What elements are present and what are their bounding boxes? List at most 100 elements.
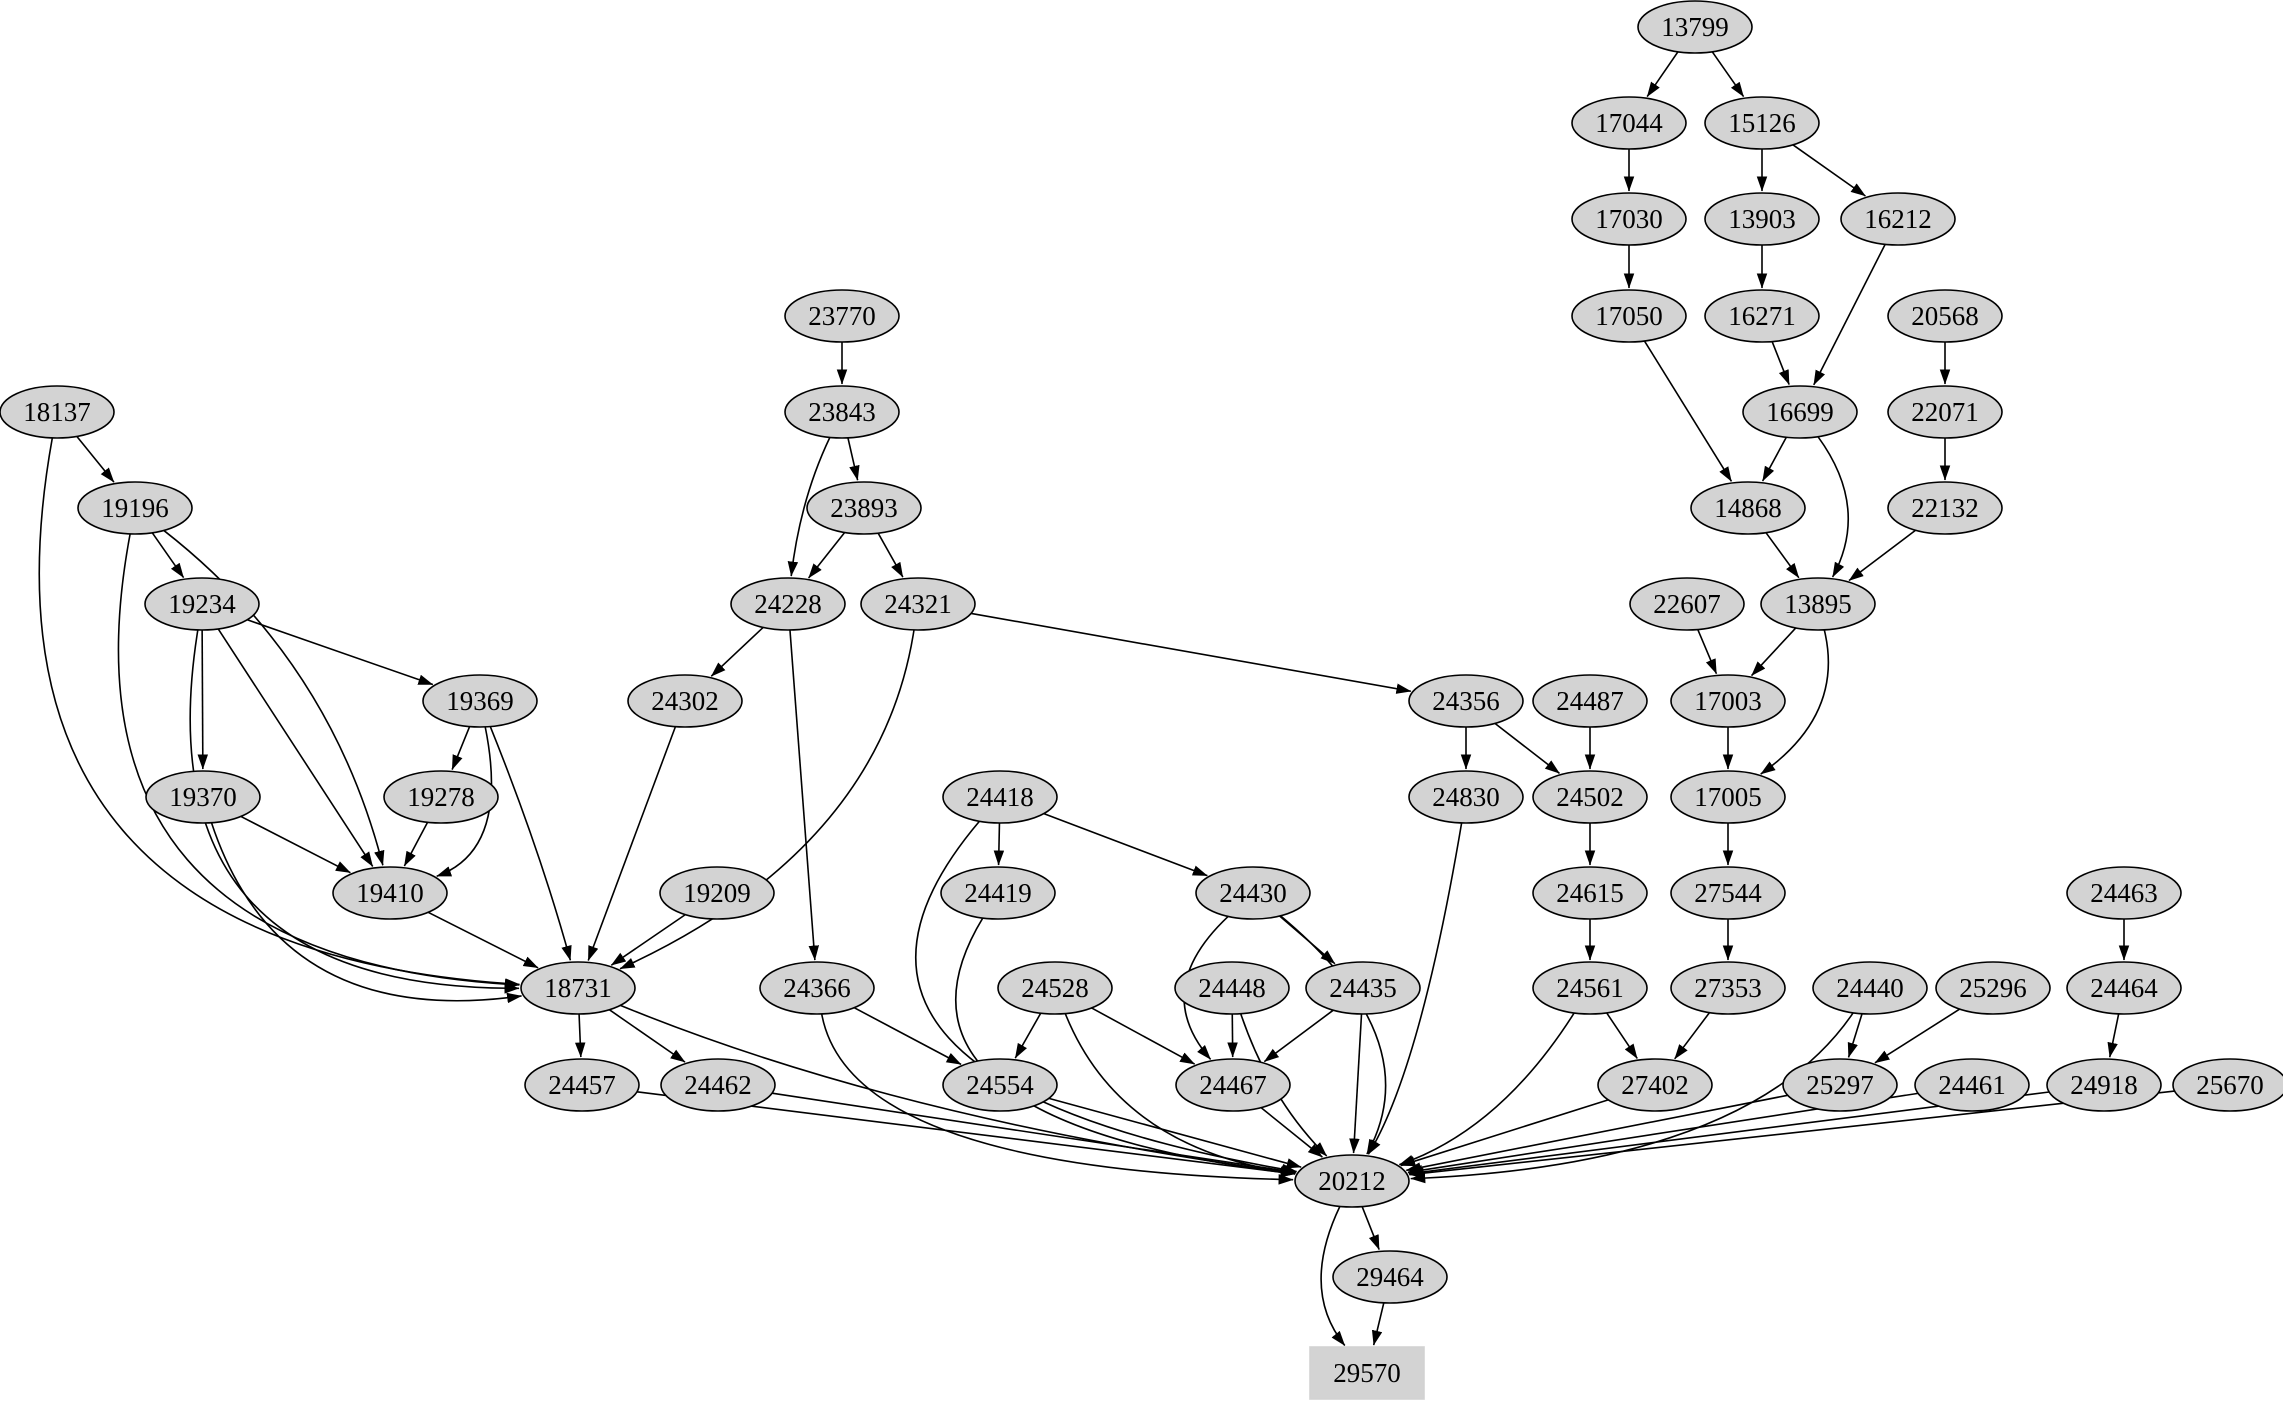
edge-13799-15126 — [1711, 51, 1745, 98]
ellipse-18731 — [520, 961, 636, 1015]
graph-node-24463: 24463 — [2066, 866, 2182, 920]
ellipse-24302 — [627, 674, 743, 728]
edge-19370-19410 — [240, 815, 351, 874]
graph-node-24356: 24356 — [1408, 674, 1524, 728]
graph-node-24467: 24467 — [1175, 1058, 1291, 1112]
node-label-22132: 22132 — [1911, 493, 1979, 523]
ellipse-24418 — [942, 770, 1058, 824]
node-label-24528: 24528 — [1021, 973, 1089, 1003]
edge-24430-20212 — [1279, 915, 1387, 1155]
edge-19234-19410 — [217, 628, 374, 867]
graph-node-16699: 16699 — [1742, 385, 1858, 439]
node-label-24461: 24461 — [1938, 1070, 2006, 1100]
ellipse-23893 — [806, 481, 922, 535]
graph-node-24464: 24464 — [2066, 961, 2182, 1015]
ellipse-24502 — [1532, 770, 1648, 824]
edge-19196-18731 — [117, 533, 520, 990]
edge-16212-16699 — [1813, 243, 1886, 386]
node-label-24366: 24366 — [783, 973, 851, 1003]
ellipse-17050 — [1571, 289, 1687, 343]
graph-node-24918: 24918 — [2046, 1058, 2162, 1112]
graph-node-19234: 19234 — [144, 577, 260, 631]
graph-node-24461: 24461 — [1914, 1058, 2030, 1112]
graph-node-19369: 19369 — [422, 674, 538, 728]
graph-node-22071: 22071 — [1887, 385, 2003, 439]
ellipse-24448 — [1174, 961, 1290, 1015]
edge-19209-18731 — [610, 913, 686, 966]
graph-node-24615: 24615 — [1532, 866, 1648, 920]
node-label-17050: 17050 — [1595, 301, 1663, 331]
graph-node-22132: 22132 — [1887, 481, 2003, 535]
edge-24418-20212 — [914, 820, 1298, 1175]
ellipse-27353 — [1670, 961, 1786, 1015]
graph-node-24435: 24435 — [1305, 961, 1421, 1015]
graph-node-24487: 24487 — [1532, 674, 1648, 728]
edge-19196-19234 — [151, 532, 185, 579]
edge-19369-19410 — [436, 726, 493, 878]
ellipse-24463 — [2066, 866, 2182, 920]
node-label-22071: 22071 — [1911, 397, 1979, 427]
box-29570 — [1309, 1346, 1425, 1400]
node-label-24918: 24918 — [2070, 1070, 2138, 1100]
graph-node-24462: 24462 — [660, 1058, 776, 1112]
graph-node-23770: 23770 — [784, 289, 900, 343]
edge-19234-18731 — [189, 629, 520, 994]
ellipse-24462 — [660, 1058, 776, 1112]
ellipse-29464 — [1332, 1250, 1448, 1304]
graph-node-24457: 24457 — [524, 1058, 640, 1112]
ellipse-24435 — [1305, 961, 1421, 1015]
graph-node-25296: 25296 — [1935, 961, 2051, 1015]
edge-24435-20212 — [1349, 1013, 1363, 1154]
graph-node-24440: 24440 — [1812, 961, 1928, 1015]
ellipse-16212 — [1840, 192, 1956, 246]
node-label-18137: 18137 — [23, 397, 91, 427]
node-label-27402: 27402 — [1621, 1070, 1689, 1100]
ellipse-24487 — [1532, 674, 1648, 728]
edge-19369-18731 — [489, 726, 572, 961]
graph-node-24830: 24830 — [1408, 770, 1524, 824]
graph-node-27544: 27544 — [1670, 866, 1786, 920]
graph-node-15126: 15126 — [1704, 96, 1820, 150]
edge-15126-16212 — [1792, 144, 1866, 197]
node-label-13895: 13895 — [1784, 589, 1852, 619]
node-label-13799: 13799 — [1661, 12, 1729, 42]
ellipse-19196 — [77, 481, 193, 535]
graph-node-22607: 22607 — [1629, 577, 1745, 631]
graph-node-27402: 27402 — [1597, 1058, 1713, 1112]
ellipse-19234 — [144, 577, 260, 631]
node-label-24448: 24448 — [1198, 973, 1266, 1003]
ellipse-24467 — [1175, 1058, 1291, 1112]
ellipse-24918 — [2046, 1058, 2162, 1112]
edge-27353-27402 — [1674, 1012, 1711, 1060]
node-label-19370: 19370 — [169, 782, 237, 812]
node-label-20568: 20568 — [1911, 301, 1979, 331]
node-label-17044: 17044 — [1595, 108, 1663, 138]
node-label-15126: 15126 — [1728, 108, 1796, 138]
ellipse-13895 — [1760, 577, 1876, 631]
ellipse-19410 — [332, 866, 448, 920]
edge-13895-17005 — [1760, 629, 1830, 775]
node-label-14868: 14868 — [1714, 493, 1782, 523]
node-label-24830: 24830 — [1432, 782, 1500, 812]
graph-node-24448: 24448 — [1174, 961, 1290, 1015]
edge-24462-20212 — [771, 1092, 1297, 1176]
graph-node-17005: 17005 — [1670, 770, 1786, 824]
edge-24528-24554 — [1014, 1012, 1042, 1059]
graph-node-24502: 24502 — [1532, 770, 1648, 824]
node-label-17030: 17030 — [1595, 204, 1663, 234]
node-label-29464: 29464 — [1356, 1262, 1424, 1292]
node-label-19369: 19369 — [446, 686, 514, 716]
graph-node-23843: 23843 — [784, 385, 900, 439]
edge-20212-29570 — [1320, 1206, 1346, 1346]
ellipse-17044 — [1571, 96, 1687, 150]
edge-24302-18731 — [587, 726, 677, 961]
node-label-22607: 22607 — [1653, 589, 1721, 619]
node-label-27544: 27544 — [1694, 878, 1762, 908]
node-label-19209: 19209 — [683, 878, 751, 908]
ellipse-15126 — [1704, 96, 1820, 150]
node-label-23893: 23893 — [830, 493, 898, 523]
node-label-24302: 24302 — [651, 686, 719, 716]
